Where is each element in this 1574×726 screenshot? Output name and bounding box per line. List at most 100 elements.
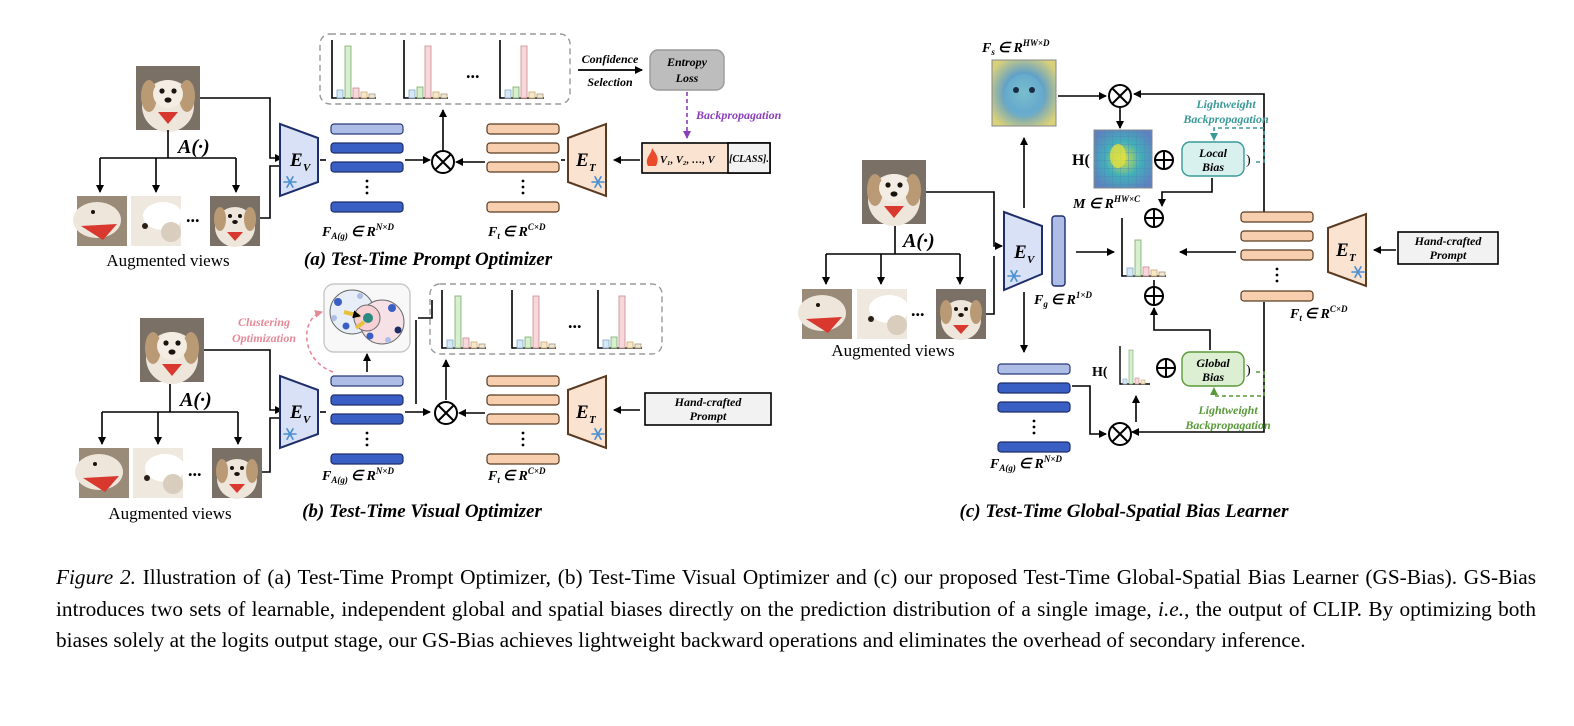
augmented-view <box>857 289 909 339</box>
svg-text:Hand-crafted: Hand-crafted <box>674 395 743 409</box>
lightweight-label: Lightweight <box>1195 97 1256 111</box>
svg-text:[CLASS].: [CLASS]. <box>729 154 769 165</box>
augmentation-label: A(·) <box>178 389 212 411</box>
ellipsis: ... <box>186 206 200 226</box>
add-op <box>1144 208 1164 228</box>
svg-text:T: T <box>589 414 597 426</box>
caption-ie: i.e. <box>1158 596 1185 621</box>
augmentation-label: A(·) <box>901 230 935 252</box>
entropy-loss-box: Entropy Loss <box>649 49 725 91</box>
svg-text:E: E <box>1335 240 1349 261</box>
lightweight-label: Lightweight <box>1197 403 1258 417</box>
figure-caption: Figure 2. Illustration of (a) Test-Time … <box>56 562 1536 657</box>
svg-text:V: V <box>303 162 312 174</box>
ellipsis: ... <box>188 460 202 480</box>
handcrafted-prompt-box: Hand-crafted Prompt <box>644 392 772 426</box>
augmented-view <box>133 448 185 498</box>
svg-text:Fs∈ RHW×D: Fs∈ RHW×D <box>981 38 1050 57</box>
text-encoder: E T <box>567 374 607 450</box>
product-op <box>1108 84 1132 108</box>
prediction-chart <box>403 39 449 99</box>
augmented-view <box>210 196 260 247</box>
svg-text:V: V <box>303 414 312 426</box>
add-op <box>1154 150 1174 170</box>
h-function: H( <box>1072 152 1090 169</box>
backprop-label: Backpropagation <box>1182 112 1269 126</box>
svg-text:Prompt: Prompt <box>1430 248 1467 262</box>
svg-text:Ft∈ RC×D: Ft∈ RC×D <box>487 466 546 485</box>
add-op <box>1144 286 1164 306</box>
caption-label: Figure 2. <box>56 565 136 589</box>
learnable-prompt: V₁, V₂, …, V [CLASS]. <box>641 142 771 174</box>
augmented-views-label: Augmented views <box>831 341 954 360</box>
prediction-chart <box>441 289 487 349</box>
prediction-chart <box>511 289 557 349</box>
svg-text:Hand-crafted: Hand-crafted <box>1414 234 1483 248</box>
ellipsis: ... <box>911 300 925 320</box>
input-image <box>862 160 926 226</box>
product-op <box>431 150 455 174</box>
svg-text:E: E <box>1013 242 1027 263</box>
svg-text:Global: Global <box>1196 356 1230 370</box>
svg-text:Bias: Bias <box>1201 160 1224 174</box>
global-bias-box: Global Bias ) <box>1181 351 1251 387</box>
backprop-label: Backpropagation <box>1184 418 1271 432</box>
visual-feature-stack <box>997 363 1071 453</box>
svg-text:FA(g)∈ RN×D: FA(g)∈ RN×D <box>989 454 1063 473</box>
h-function: H( <box>1092 365 1108 380</box>
svg-text:Loss: Loss <box>675 71 699 85</box>
optimization-label: Optimization <box>232 331 296 345</box>
svg-text:V₁, V₂, …, V: V₁, V₂, …, V <box>660 155 716 166</box>
svg-text:E: E <box>289 402 303 423</box>
svg-text:Bias: Bias <box>1201 370 1224 384</box>
prediction-chart <box>597 289 643 349</box>
panel-c-caption: (c) Test-Time Global-Spatial Bias Learne… <box>960 501 1290 522</box>
handcrafted-prompt-box: Hand-crafted Prompt <box>1397 231 1499 265</box>
logits-map <box>1093 129 1153 189</box>
global-feature-bar <box>1051 215 1066 287</box>
caption-text-2: , the output of CLIP. By optimizing both… <box>56 596 1536 653</box>
input-image <box>136 66 200 132</box>
svg-text:E: E <box>575 150 589 171</box>
visual-encoder: E V <box>1003 210 1043 292</box>
ellipsis: ... <box>568 312 582 332</box>
selection-label: Selection <box>587 75 633 89</box>
product-op <box>434 401 458 425</box>
text-feature-stack <box>1240 211 1314 302</box>
augmented-view <box>75 448 129 498</box>
prediction-chart <box>331 39 377 99</box>
confidence-label: Confidence <box>582 52 639 66</box>
panel-a-caption: (a) Test-Time Prompt Optimizer <box>304 249 553 270</box>
method-figure: A(·) ... Augmented views E V FA(g)∈ RN×D… <box>73 33 1499 523</box>
augmented-view <box>73 196 127 246</box>
visual-feature-stack <box>330 123 404 213</box>
clustering-label: Clustering <box>238 315 290 329</box>
augmented-view <box>936 289 986 340</box>
final-prediction-chart <box>1121 218 1166 277</box>
panel-c: A(·) ... Augmented views E V Fg∈ R1×D Fs… <box>798 38 1499 522</box>
augmented-view <box>131 196 183 246</box>
spatial-feature-map <box>991 59 1057 127</box>
ellipsis: ... <box>466 62 480 82</box>
caption-text-1: Illustration of (a) Test-Time Prompt Opt… <box>56 565 1536 621</box>
svg-text:E: E <box>575 402 589 423</box>
text-encoder: E T <box>1327 212 1367 288</box>
local-bias-box: Local Bias ) <box>1181 141 1251 177</box>
panel-a: A(·) ... Augmented views E V FA(g)∈ RN×D… <box>73 33 782 270</box>
svg-text:E: E <box>289 150 303 171</box>
svg-text:Local: Local <box>1198 146 1228 160</box>
svg-text:V: V <box>1027 254 1036 266</box>
svg-text:): ) <box>1246 153 1251 168</box>
text-feature-stack <box>486 123 560 213</box>
panel-b-caption: (b) Test-Time Visual Optimizer <box>302 501 542 522</box>
svg-text:Entropy: Entropy <box>666 55 708 69</box>
add-op <box>1156 358 1176 378</box>
augmented-view <box>798 289 852 339</box>
svg-text:): ) <box>1246 363 1251 378</box>
panel-b: A(·) ... Augmented views E V FA(g)∈ RN×D <box>75 283 772 523</box>
svg-text:Fg∈ R1×D: Fg∈ R1×D <box>1033 290 1093 309</box>
svg-text:M ∈ RHW×C: M ∈ RHW×C <box>1072 194 1141 212</box>
product-op <box>1108 422 1132 446</box>
augmented-views-label: Augmented views <box>106 251 229 270</box>
text-encoder: E T <box>567 122 607 198</box>
